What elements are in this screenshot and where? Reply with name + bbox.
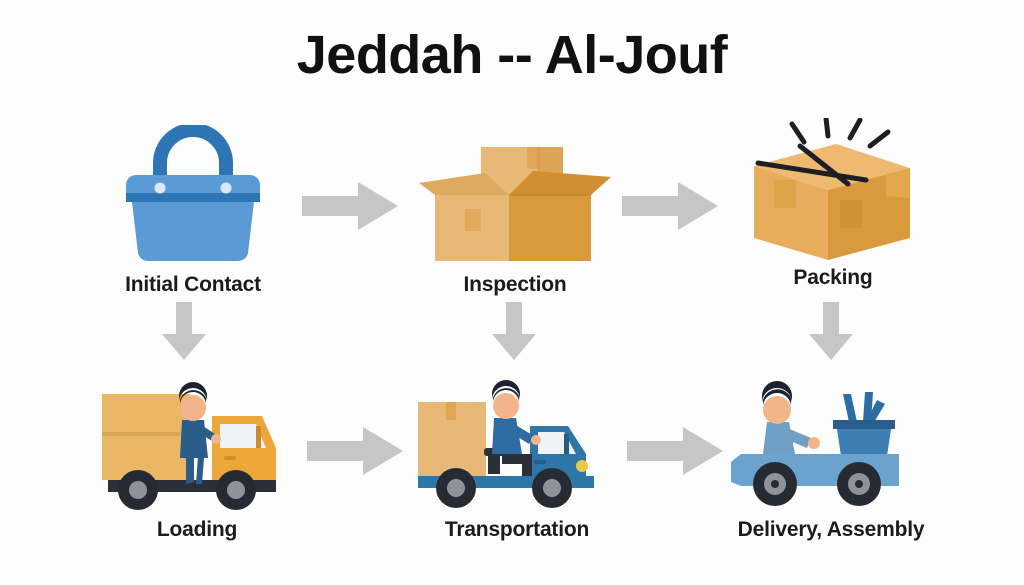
step-inspection: Inspection xyxy=(390,125,640,297)
step-transportation: Transportation xyxy=(392,370,642,542)
arrow-down-icon xyxy=(488,300,540,367)
arrow-down-icon xyxy=(805,300,857,367)
step-loading: Loading xyxy=(72,370,322,542)
arrow-right-icon xyxy=(300,180,400,237)
step-label: Inspection xyxy=(463,273,567,296)
step-label: Transportation xyxy=(444,518,590,541)
step-packing: Packing xyxy=(708,118,958,290)
arrow-right-icon xyxy=(625,425,725,482)
arrow-right-icon xyxy=(305,425,405,482)
step-label: Delivery, Assembly xyxy=(737,518,925,541)
open-boxes-icon xyxy=(390,125,640,265)
step-label: Loading xyxy=(156,518,238,541)
step-delivery-assembly: Delivery, Assembly xyxy=(706,370,956,542)
sealed-box-icon xyxy=(708,118,958,260)
page-title: Jeddah -- Al-Jouf xyxy=(296,25,728,85)
step-label: Packing xyxy=(793,266,873,289)
step-label: Initial Contact xyxy=(125,273,261,296)
assembly-vehicle-icon xyxy=(706,370,956,510)
step-initial-contact: Initial Contact xyxy=(68,125,318,297)
basket-icon xyxy=(68,125,318,265)
arrow-down-icon xyxy=(158,300,210,367)
loading-truck-icon xyxy=(72,370,322,510)
delivery-truck-icon xyxy=(392,370,642,510)
arrow-right-icon xyxy=(620,180,720,237)
